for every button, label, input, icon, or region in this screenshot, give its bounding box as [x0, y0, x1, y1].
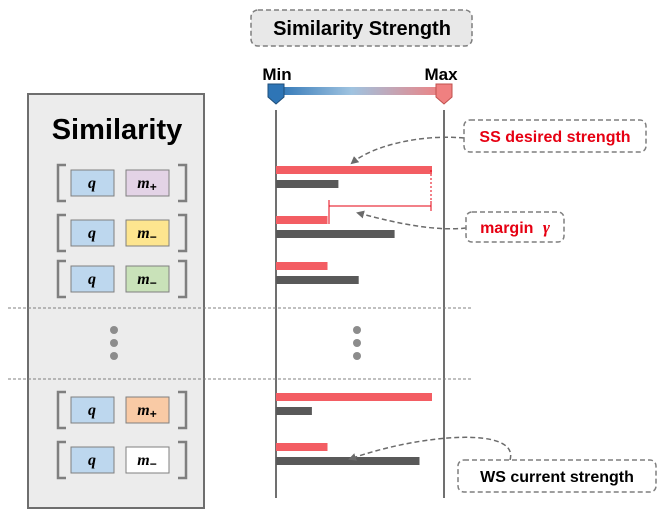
- ss-desired-bar: [276, 262, 328, 270]
- min-label: Min: [262, 65, 291, 84]
- query-symbol: q: [88, 452, 96, 469]
- left-bracket: [56, 440, 66, 480]
- title-text: Similarity Strength: [273, 18, 451, 40]
- ss-desired-bar: [276, 166, 432, 174]
- title-box: Similarity Strength: [250, 9, 473, 47]
- memory-box: [125, 265, 170, 293]
- left-bracket: [56, 259, 66, 299]
- margin-callout-arrow: [356, 210, 467, 230]
- memory-symbol: m−: [137, 225, 156, 244]
- ws-current-bar: [276, 457, 420, 465]
- ss-callout-box: SS desired strength: [463, 119, 647, 153]
- pair-row: q m+: [56, 390, 188, 430]
- query-symbol: q: [88, 225, 96, 242]
- memory-symbol: m−: [137, 271, 156, 290]
- query-symbol: q: [88, 402, 96, 419]
- memory-sign: +: [150, 407, 157, 421]
- pair-row: q m−: [56, 259, 188, 299]
- query-box: [70, 446, 115, 474]
- memory-letter: m: [137, 402, 149, 419]
- memory-symbol: m+: [137, 175, 156, 194]
- query-box: [70, 265, 115, 293]
- memory-sign: −: [150, 276, 157, 290]
- memory-box: [125, 169, 170, 197]
- ws-current-bar: [276, 276, 359, 284]
- right-bracket: [178, 440, 188, 480]
- right-bracket: [178, 390, 188, 430]
- memory-symbol: m+: [137, 402, 156, 421]
- strength-scale-bar: [276, 87, 444, 95]
- memory-box: [125, 219, 170, 247]
- margin-callout-box: margin γ: [465, 211, 565, 243]
- memory-letter: m: [137, 225, 149, 242]
- panel-ellipsis-icon: [110, 326, 118, 360]
- ws-current-bar: [276, 230, 395, 238]
- query-box: [70, 219, 115, 247]
- margin-callout-label: margin: [480, 220, 533, 237]
- ws-current-bar: [276, 180, 339, 188]
- memory-letter: m: [137, 271, 149, 288]
- pair-row: q m+: [56, 163, 188, 203]
- ss-desired-bar: [276, 393, 432, 401]
- pair-row: q m−: [56, 440, 188, 480]
- ws-callout-arrow: [348, 436, 512, 461]
- pair-row: q m−: [56, 213, 188, 253]
- query-box: [70, 396, 115, 424]
- ws-callout-label: WS current strength: [480, 469, 634, 486]
- right-bracket: [178, 163, 188, 203]
- panel-heading: Similarity: [52, 114, 183, 146]
- svg-text:margin γ: margin γ: [480, 218, 551, 237]
- margin-bracket: [328, 170, 432, 224]
- memory-sign: −: [150, 230, 157, 244]
- memory-symbol: m−: [137, 452, 156, 471]
- max-label: Max: [424, 65, 458, 84]
- memory-letter: m: [137, 452, 149, 469]
- memory-sign: +: [150, 180, 157, 194]
- bars-ellipsis-icon: [353, 326, 361, 360]
- strength-bars: [276, 166, 432, 465]
- ss-desired-bar: [276, 216, 328, 224]
- left-bracket: [56, 213, 66, 253]
- memory-letter: m: [137, 175, 149, 192]
- memory-sign: −: [150, 457, 157, 471]
- ss-desired-bar: [276, 443, 328, 451]
- max-marker-icon: [435, 83, 453, 105]
- query-box: [70, 169, 115, 197]
- left-bracket: [56, 390, 66, 430]
- memory-box: [125, 446, 170, 474]
- right-bracket: [178, 259, 188, 299]
- ss-callout-label: SS desired strength: [479, 129, 630, 146]
- ws-callout-box: WS current strength: [457, 459, 657, 493]
- ws-current-bar: [276, 407, 312, 415]
- ss-callout-arrow: [350, 136, 465, 165]
- min-marker-icon: [267, 83, 285, 105]
- gamma-symbol: γ: [543, 218, 551, 237]
- query-symbol: q: [88, 175, 96, 192]
- right-bracket: [178, 213, 188, 253]
- query-symbol: q: [88, 271, 96, 288]
- similarity-panel: [27, 93, 205, 509]
- memory-box: [125, 396, 170, 424]
- left-bracket: [56, 163, 66, 203]
